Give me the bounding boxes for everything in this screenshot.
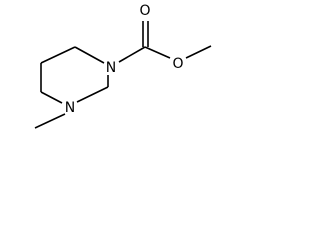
bond-n4-ring-bottom — [76, 86, 109, 103]
bond-n1-carbonyl-carbon — [118, 46, 146, 63]
methyl-nitrogen-label: N — [65, 100, 75, 116]
structure-diagram: O O N N — [34, 3, 212, 129]
bond-ester-oxygen-methyl — [185, 45, 212, 59]
bond-n1-ring-top-right — [74, 46, 105, 64]
bond-ring-bottom-left-n4 — [40, 91, 63, 104]
carbonyl-oxygen-label: O — [139, 3, 150, 19]
bond-n4-methyl — [34, 113, 66, 129]
bond-ring-top — [40, 46, 76, 64]
bond-carbonyl-ester-oxygen — [144, 46, 171, 59]
amide-nitrogen-label: N — [106, 60, 116, 76]
ester-oxygen-label: O — [172, 56, 183, 72]
